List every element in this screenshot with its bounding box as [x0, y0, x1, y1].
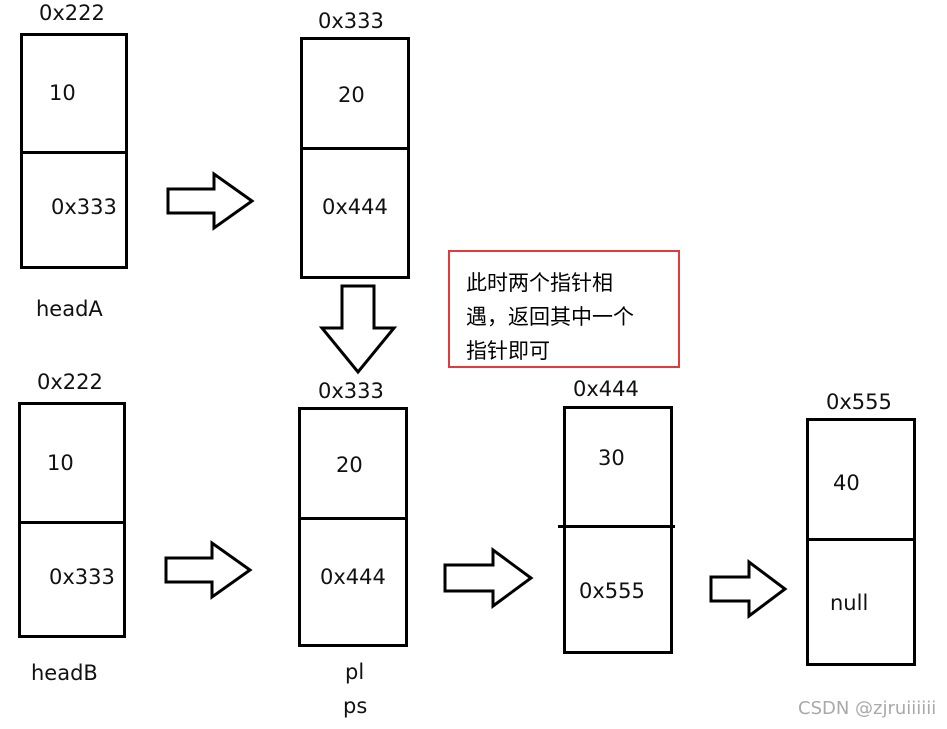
watermark: CSDN @zjruiiiiii	[798, 698, 937, 719]
right-arrow-icon	[709, 559, 788, 619]
down-arrow-icon	[318, 284, 398, 375]
note-line-2: 遇，返回其中一个	[466, 305, 634, 329]
node-b1-next: 0x333	[49, 565, 115, 589]
node-b4-box	[806, 418, 916, 666]
node-b1-address: 0x222	[37, 370, 103, 394]
pointer-ps-label: ps	[343, 694, 368, 718]
node-a2-value: 20	[338, 83, 365, 107]
right-arrow-icon	[166, 171, 255, 231]
note-line-1: 此时两个指针相	[466, 271, 613, 295]
node-a2-box	[300, 37, 410, 279]
node-a1-next: 0x333	[51, 195, 117, 219]
node-b2-divider	[298, 517, 408, 520]
node-b4-address: 0x555	[826, 390, 892, 414]
node-a1-divider	[20, 151, 128, 154]
right-arrow-icon	[164, 540, 253, 600]
node-a1-address: 0x222	[39, 1, 105, 25]
node-b2-box	[298, 407, 408, 647]
node-a2-address: 0x333	[318, 9, 384, 33]
node-a2-next: 0x444	[322, 195, 388, 219]
node-b2-address: 0x333	[318, 379, 384, 403]
node-b2-next: 0x444	[320, 565, 386, 589]
node-b3-next: 0x555	[579, 579, 645, 603]
node-b3-divider	[558, 525, 675, 528]
meeting-note: 此时两个指针相 遇，返回其中一个 指针即可	[448, 250, 680, 368]
node-b2-value: 20	[336, 453, 363, 477]
right-arrow-icon	[443, 547, 534, 609]
node-a1-value: 10	[49, 81, 76, 105]
node-b1-box	[18, 402, 126, 638]
node-b4-next: null	[830, 591, 869, 615]
node-b3-box	[563, 406, 673, 654]
node-a2-divider	[300, 147, 410, 150]
pointer-pl-label: pl	[345, 660, 365, 684]
node-b1-value: 10	[47, 451, 74, 475]
node-b3-value: 30	[598, 446, 625, 470]
note-line-3: 指针即可	[466, 339, 550, 363]
node-b4-divider	[806, 538, 916, 541]
node-b3-address: 0x444	[573, 377, 639, 401]
node-b1-divider	[18, 521, 126, 524]
head-a-label: headA	[36, 297, 103, 321]
node-b4-value: 40	[833, 471, 860, 495]
head-b-label: headB	[31, 661, 98, 685]
